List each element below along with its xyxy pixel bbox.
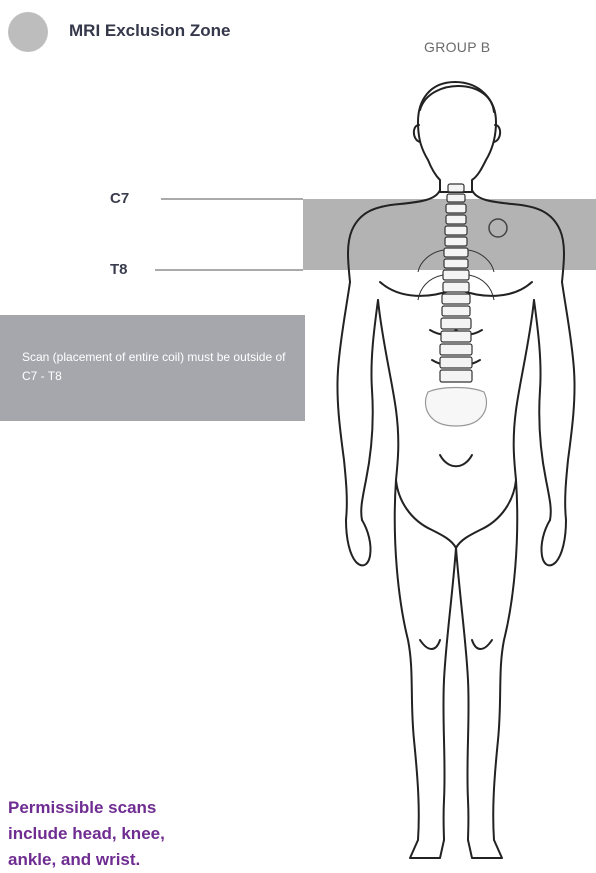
level-label-t8: T8 (110, 261, 128, 278)
note-box: Scan (placement of entire coil) must be … (0, 315, 305, 421)
permissible-scans-note: Permissible scans include head, knee, an… (8, 795, 208, 873)
group-label: GROUP B (424, 39, 490, 55)
note-text: Scan (placement of entire coil) must be … (22, 348, 292, 386)
legend-swatch (8, 12, 48, 52)
level-label-c7: C7 (110, 190, 129, 207)
legend-title: MRI Exclusion Zone (69, 21, 231, 41)
